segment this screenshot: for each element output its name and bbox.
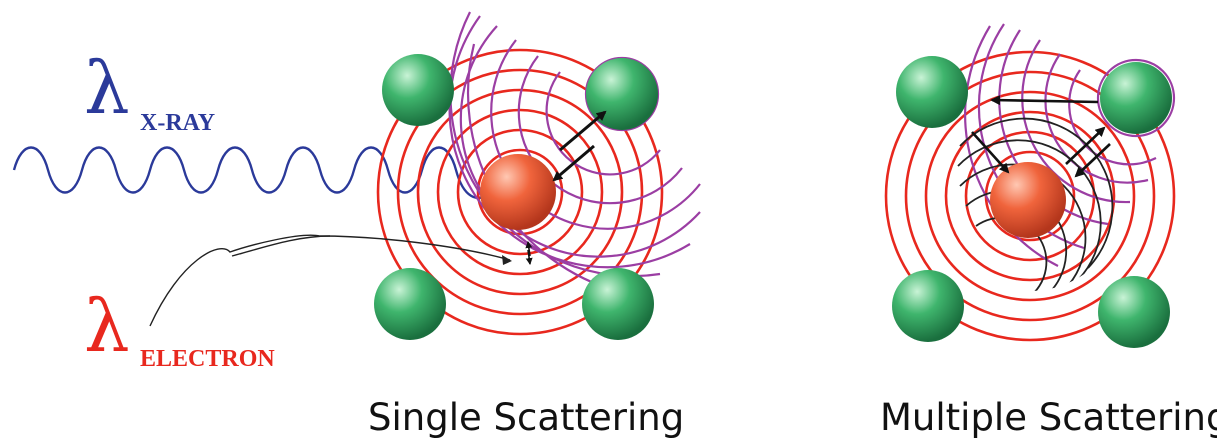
multi-arrow-top bbox=[990, 95, 1099, 106]
electron-pointer-head bbox=[502, 255, 512, 265]
center-atom bbox=[480, 154, 556, 230]
multi-arrow-right-back bbox=[1074, 143, 1111, 178]
electron-label: ELECTRON bbox=[140, 346, 275, 372]
caption-multiple-scattering: Multiple Scattering bbox=[880, 396, 1217, 439]
single-scattering-panel bbox=[12, 11, 701, 340]
electron-pointer-curl bbox=[231, 235, 331, 257]
multi-atom-top-right bbox=[1100, 62, 1172, 134]
electron-pointer-line bbox=[149, 234, 511, 327]
atom-top-left bbox=[382, 54, 454, 126]
multi-atom-bottom-left bbox=[892, 270, 964, 342]
xray-wave bbox=[12, 146, 487, 200]
multi-arrow-left-down bbox=[971, 131, 1010, 174]
multi-atom-top-left bbox=[896, 56, 968, 128]
caption-single-scattering: Single Scattering bbox=[368, 396, 685, 439]
atom-bottom-left bbox=[374, 268, 446, 340]
multi-red-rings bbox=[884, 50, 1176, 342]
multi-atom-bottom-right bbox=[1098, 276, 1170, 348]
wavelength-indicator-arrow bbox=[525, 249, 533, 265]
scatter-arrow-back bbox=[552, 144, 595, 182]
atom-bottom-right bbox=[582, 268, 654, 340]
wavelength-indicator-arrow-up bbox=[525, 241, 533, 257]
xray-label: X-RAY bbox=[140, 110, 216, 136]
multiple-scattering-panel bbox=[884, 23, 1176, 348]
electron-lambda-symbol: λ bbox=[84, 284, 130, 368]
multi-center-atom bbox=[990, 162, 1066, 238]
scatter-arrow-out bbox=[559, 110, 607, 152]
xray-lambda-symbol: λ bbox=[84, 46, 130, 130]
multi-arrow-right-up bbox=[1065, 126, 1106, 165]
single-red-rings bbox=[376, 48, 664, 336]
